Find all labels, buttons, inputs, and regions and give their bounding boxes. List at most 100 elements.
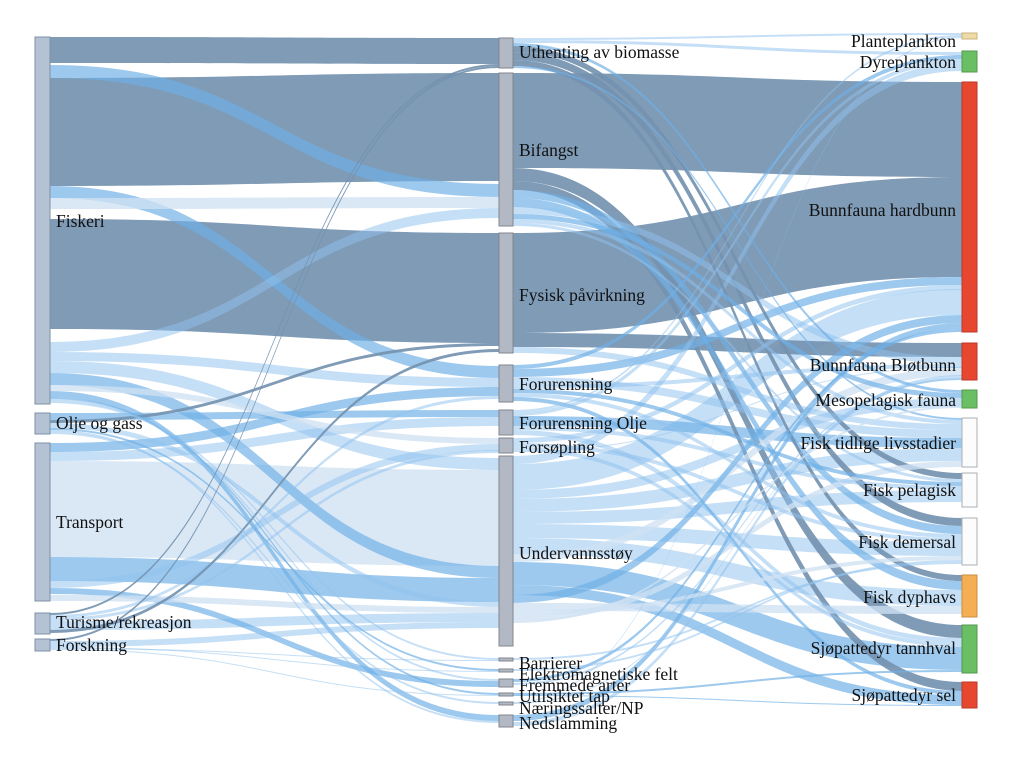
flow-forskning-uthenting[interactable] xyxy=(50,66,499,641)
flow-fiskeri-bifangst[interactable] xyxy=(50,65,499,197)
flow-bifangst-mesopelagisk[interactable] xyxy=(513,214,962,398)
flow-forurensning-hardbunn[interactable] xyxy=(513,277,962,377)
node-bifangst[interactable] xyxy=(498,72,514,227)
node-blotbunn[interactable] xyxy=(961,342,978,381)
node-forurensning_olje[interactable] xyxy=(498,409,514,436)
flow-transport-forurensning_olje[interactable] xyxy=(50,417,499,461)
flow-elektromagnetiske-fisk_demersal[interactable] xyxy=(513,560,962,671)
flow-barrierer-fisk_demersal[interactable] xyxy=(513,562,962,660)
flow-undervannsstoy-fisk_tidlige[interactable] xyxy=(513,448,962,512)
flow-fysisk-hardbunn[interactable] xyxy=(513,177,962,333)
flow-fremmede-hardbunn[interactable] xyxy=(513,329,962,682)
flow-bifangst-fisk_dyphavs[interactable] xyxy=(513,198,962,590)
node-olje[interactable] xyxy=(34,412,51,435)
node-mesopelagisk[interactable] xyxy=(961,389,978,409)
flow-forsopling-blotbunn[interactable] xyxy=(513,367,962,452)
flow-bifangst-hardbunn[interactable] xyxy=(513,73,962,177)
node-forsopling[interactable] xyxy=(498,437,514,454)
flow-forskning-utilsiktet[interactable] xyxy=(50,649,499,696)
flow-undervannsstoy-mesopelagisk[interactable] xyxy=(513,398,962,499)
flow-forsopling-fisk_demersal[interactable] xyxy=(513,443,962,542)
node-nedslamming[interactable] xyxy=(498,714,514,728)
flow-uthenting-planteplankton[interactable] xyxy=(513,33,962,40)
flow-forurensning-fisk_pelagisk[interactable] xyxy=(513,389,962,486)
flow-olje-fysisk[interactable] xyxy=(50,343,499,423)
flow-forurensning-dyreplankton[interactable] xyxy=(513,55,962,369)
flow-forurensning_olje-dyreplankton[interactable] xyxy=(513,59,962,416)
flow-naeringssalter-planteplankton[interactable] xyxy=(513,37,962,703)
flow-nedslamming-hardbunn[interactable] xyxy=(513,323,962,721)
flow-fysisk-fisk_tidlige[interactable] xyxy=(513,347,962,430)
node-tannhval[interactable] xyxy=(961,624,978,674)
flow-olje-nedslamming[interactable] xyxy=(50,430,499,723)
node-fiskeri[interactable] xyxy=(34,36,51,405)
flow-turisme-forsopling[interactable] xyxy=(50,450,499,621)
flow-undervannsstoy-mesopelagisk[interactable] xyxy=(513,406,962,623)
node-forskning[interactable] xyxy=(34,638,51,652)
flow-naeringssalter-blotbunn[interactable] xyxy=(513,379,962,704)
flow-olje-naeringssalter[interactable] xyxy=(50,432,499,704)
node-transport[interactable] xyxy=(34,442,51,602)
flow-uthenting-mesopelagisk[interactable] xyxy=(513,43,962,393)
flow-undervannsstoy-sel[interactable] xyxy=(513,585,962,705)
node-elektromagnetiske[interactable] xyxy=(498,668,514,673)
node-fisk_pelagisk[interactable] xyxy=(961,472,978,508)
node-planteplankton[interactable] xyxy=(961,32,978,40)
flow-bifangst-fisk_tidlige[interactable] xyxy=(513,219,962,424)
flow-utilsiktet-tannhval[interactable] xyxy=(513,670,962,695)
flow-fiskeri-bifangst[interactable] xyxy=(50,197,499,209)
node-sel[interactable] xyxy=(961,681,978,709)
flow-bifangst-fisk_pelagisk[interactable] xyxy=(513,223,962,482)
flow-forurensning-fisk_tidlige[interactable] xyxy=(513,377,962,438)
flow-uthenting-fisk_pelagisk[interactable] xyxy=(513,46,962,479)
flow-turisme-undervannsstoy[interactable] xyxy=(50,613,499,630)
node-uthenting[interactable] xyxy=(498,37,514,69)
flow-bifangst-tannhval[interactable] xyxy=(513,168,962,638)
flow-fiskeri-utilsiktet[interactable] xyxy=(50,397,499,695)
node-forurensning[interactable] xyxy=(498,364,514,403)
flow-forurensning_olje-fisk_pelagisk[interactable] xyxy=(513,426,962,490)
node-fremmede[interactable] xyxy=(498,678,514,688)
flow-turisme-fysisk[interactable] xyxy=(50,349,499,633)
flow-forurensning-fisk_demersal[interactable] xyxy=(513,393,962,538)
node-naeringssalter[interactable] xyxy=(498,701,514,706)
flow-uthenting-dyreplankton[interactable] xyxy=(513,40,962,55)
node-utilsiktet[interactable] xyxy=(498,692,514,697)
flow-undervannsstoy-fisk_demersal[interactable] xyxy=(513,556,962,615)
flow-forurensning-blotbunn[interactable] xyxy=(513,364,962,389)
flow-transport-forurensning[interactable] xyxy=(50,387,499,452)
flow-forsopling-tannhval[interactable] xyxy=(513,447,962,647)
flow-fiskeri-uthenting[interactable] xyxy=(50,37,499,64)
flow-fiskeri-undervannsstoy[interactable] xyxy=(50,373,499,578)
flow-fiskeri-bifangst[interactable] xyxy=(50,208,499,352)
flow-nedslamming-blotbunn[interactable] xyxy=(513,375,962,726)
node-fysisk[interactable] xyxy=(498,232,514,354)
flow-turisme-uthenting[interactable] xyxy=(50,64,499,615)
node-hardbunn[interactable] xyxy=(961,81,978,333)
flow-fiskeri-fremmede[interactable] xyxy=(50,399,499,681)
node-undervannsstoy[interactable] xyxy=(498,455,514,647)
node-turisme[interactable] xyxy=(34,612,51,635)
node-dyreplankton[interactable] xyxy=(961,50,978,73)
flow-fiskeri-barrierer[interactable] xyxy=(50,401,499,660)
flow-uthenting-fisk_tidlige[interactable] xyxy=(513,66,962,420)
node-fisk_demersal[interactable] xyxy=(961,517,978,566)
flow-olje-elektromagnetiske[interactable] xyxy=(50,428,499,671)
flow-fiskeri-forsopling[interactable] xyxy=(50,385,499,444)
flow-turisme-forurensning[interactable] xyxy=(50,396,499,618)
flow-forskning-undervannsstoy[interactable] xyxy=(50,622,499,647)
flow-forsopling-hardbunn[interactable] xyxy=(513,285,962,443)
flow-olje-undervannsstoy[interactable] xyxy=(50,423,499,607)
flow-utilsiktet-sel[interactable] xyxy=(513,695,962,706)
flow-forskning-elektromagnetiske[interactable] xyxy=(50,647,499,672)
flow-transport-undervannsstoy[interactable] xyxy=(50,595,499,613)
node-fisk_dyphavs[interactable] xyxy=(961,574,978,618)
node-barrierer[interactable] xyxy=(498,657,514,662)
flow-fiskeri-nedslamming[interactable] xyxy=(50,391,499,721)
flow-forskning-barrierer[interactable] xyxy=(50,648,499,661)
node-fisk_tidlige[interactable] xyxy=(961,417,978,468)
flow-forurensning_olje-tannhval[interactable] xyxy=(513,430,962,643)
flow-forurensning_olje-planteplankton[interactable] xyxy=(513,35,962,412)
flow-fremmede-blotbunn[interactable] xyxy=(513,378,962,685)
flow-bifangst-blotbunn[interactable] xyxy=(513,207,962,364)
